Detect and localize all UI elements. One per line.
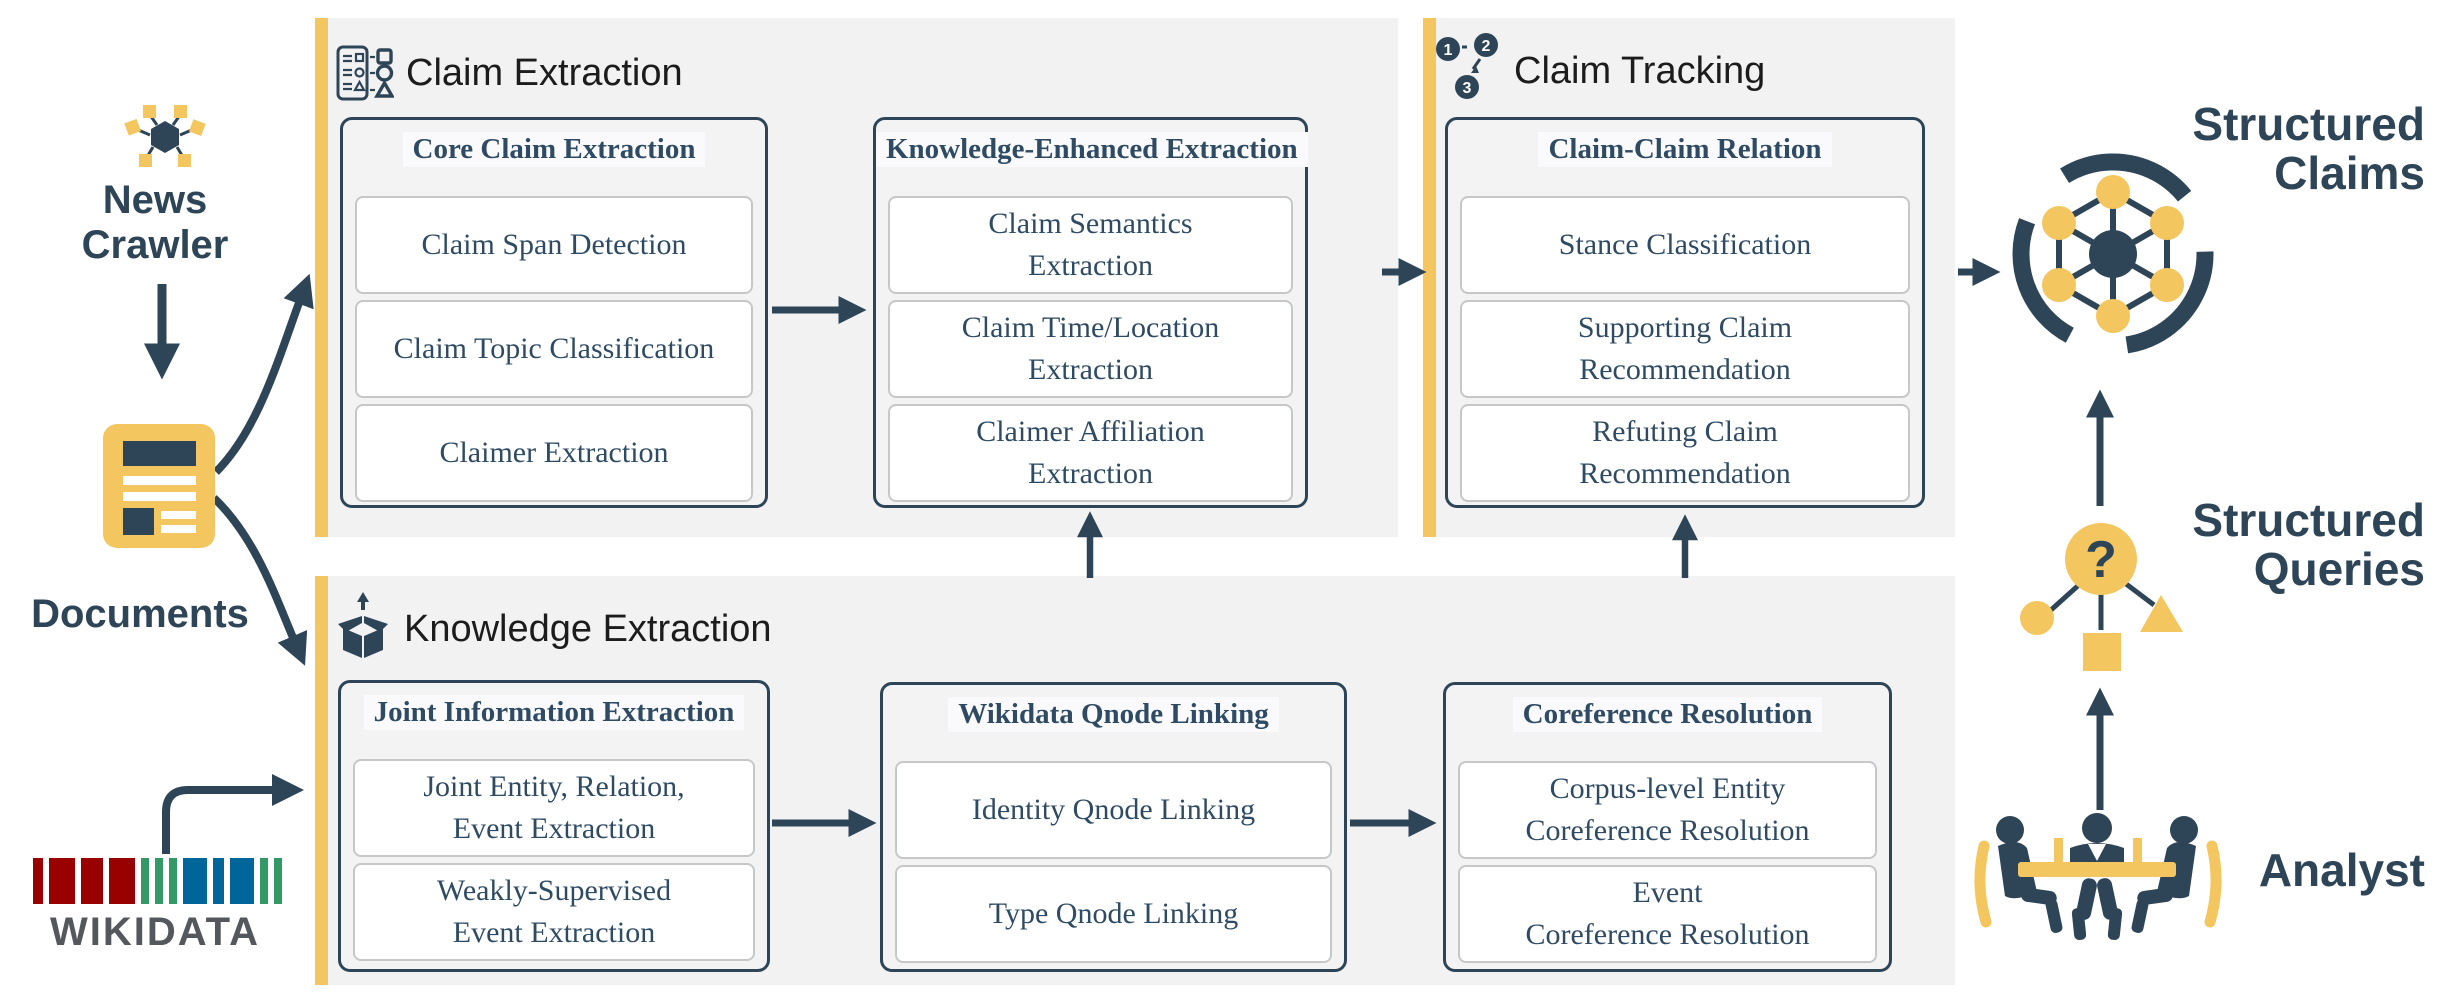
wikidata-logo: [33, 858, 282, 904]
box-header: Knowledge-Enhanced Extraction: [876, 132, 1308, 167]
task-type-qnode-linking: Type Qnode Linking: [895, 865, 1332, 963]
documents-icon: [103, 424, 215, 548]
arrow-documents-to-claim-extraction: [213, 273, 314, 475]
coreference-resolution-box: Coreference Resolution Corpus-level Enti…: [1443, 682, 1892, 972]
wikidata-stripe: [213, 858, 224, 904]
task-refuting-claim-recommendation: Refuting Claim Recommendation: [1460, 404, 1910, 502]
knowledge-extraction-accent-bar: [315, 576, 328, 985]
structured-queries-label: Structured Queries: [2192, 494, 2425, 595]
box-header: Core Claim Extraction: [402, 132, 706, 167]
claim-claim-relation-box: Claim-Claim Relation Stance Classificati…: [1445, 117, 1925, 508]
task-claimer-extraction: Claimer Extraction: [355, 404, 753, 502]
wikidata-stripe: [155, 858, 163, 904]
task-event-coreference-resolution: Event Coreference Resolution: [1458, 865, 1877, 963]
wikidata-stripe: [49, 858, 75, 904]
wikidata-stripe: [230, 858, 254, 904]
wikidata-stripe: [81, 858, 103, 904]
wikidata-stripe: [260, 858, 268, 904]
task-claim-topic-classification: Claim Topic Classification: [355, 300, 753, 398]
wikidata-stripe: [169, 858, 177, 904]
claim-extraction-icon: [336, 45, 394, 101]
wikidata-stripe: [33, 858, 43, 904]
structured-claims-icon: [2012, 153, 2214, 355]
svg-text:2: 2: [1482, 38, 1491, 55]
task-claim-time-location-extraction: Claim Time/Location Extraction: [888, 300, 1293, 398]
wikidata-stripe: [141, 858, 149, 904]
news-crawler-icon: [124, 105, 206, 167]
wikidata-qnode-linking-box: Wikidata Qnode Linking Identity Qnode Li…: [880, 682, 1347, 972]
claim-tracking-icon: 1 2 3: [1436, 33, 1498, 99]
box-header: Joint Information Extraction: [363, 695, 745, 730]
core-claim-extraction-box: Core Claim Extraction Claim Span Detecti…: [340, 117, 768, 508]
svg-text:3: 3: [1463, 80, 1472, 97]
task-supporting-claim-recommendation: Supporting Claim Recommendation: [1460, 300, 1910, 398]
wikidata-stripe: [109, 858, 135, 904]
wikidata-stripe: [274, 858, 282, 904]
box-header: Claim-Claim Relation: [1538, 132, 1832, 167]
task-stance-classification: Stance Classification: [1460, 196, 1910, 294]
svg-text:1: 1: [1444, 42, 1453, 59]
claim-extraction-title: Claim Extraction: [406, 52, 683, 94]
analyst-label: Analyst: [2258, 844, 2425, 896]
structured-claims-label: Structured Claims: [2192, 98, 2425, 199]
box-header: Wikidata Qnode Linking: [948, 697, 1279, 732]
wikidata-stripe: [183, 858, 207, 904]
claim-tracking-title: Claim Tracking: [1514, 50, 1766, 92]
svg-text:?: ?: [2085, 531, 2117, 589]
analyst-icon: [1974, 813, 2222, 941]
claim-tracking-accent-bar: [1423, 18, 1436, 537]
wikidata-label: WIKIDATA: [49, 910, 261, 954]
claim-extraction-accent-bar: [315, 18, 328, 537]
task-claim-semantics-extraction: Claim Semantics Extraction: [888, 196, 1293, 294]
structured-queries-icon: ?: [2020, 523, 2183, 671]
knowledge-extraction-icon: [338, 592, 388, 658]
task-weakly-supervised-event-extraction: Weakly-Supervised Event Extraction: [353, 863, 755, 961]
arrow-documents-to-knowledge-extraction: [211, 495, 308, 666]
task-claimer-affiliation-extraction: Claimer Affiliation Extraction: [888, 404, 1293, 502]
news-crawler-label: News Crawler: [81, 178, 229, 267]
documents-label: Documents: [31, 592, 249, 636]
box-header: Coreference Resolution: [1512, 697, 1823, 732]
task-joint-entity-relation-event-extraction: Joint Entity, Relation, Event Extraction: [353, 759, 755, 857]
task-identity-qnode-linking: Identity Qnode Linking: [895, 761, 1332, 859]
knowledge-enhanced-extraction-box: Knowledge-Enhanced Extraction Claim Sema…: [873, 117, 1308, 508]
joint-information-extraction-box: Joint Information Extraction Joint Entit…: [338, 680, 770, 972]
task-claim-span-detection: Claim Span Detection: [355, 196, 753, 294]
knowledge-extraction-title: Knowledge Extraction: [404, 608, 772, 650]
task-corpus-level-entity-coreference: Corpus-level Entity Coreference Resoluti…: [1458, 761, 1877, 859]
arrow-wikidata-to-knowledge-extraction: [162, 774, 304, 854]
